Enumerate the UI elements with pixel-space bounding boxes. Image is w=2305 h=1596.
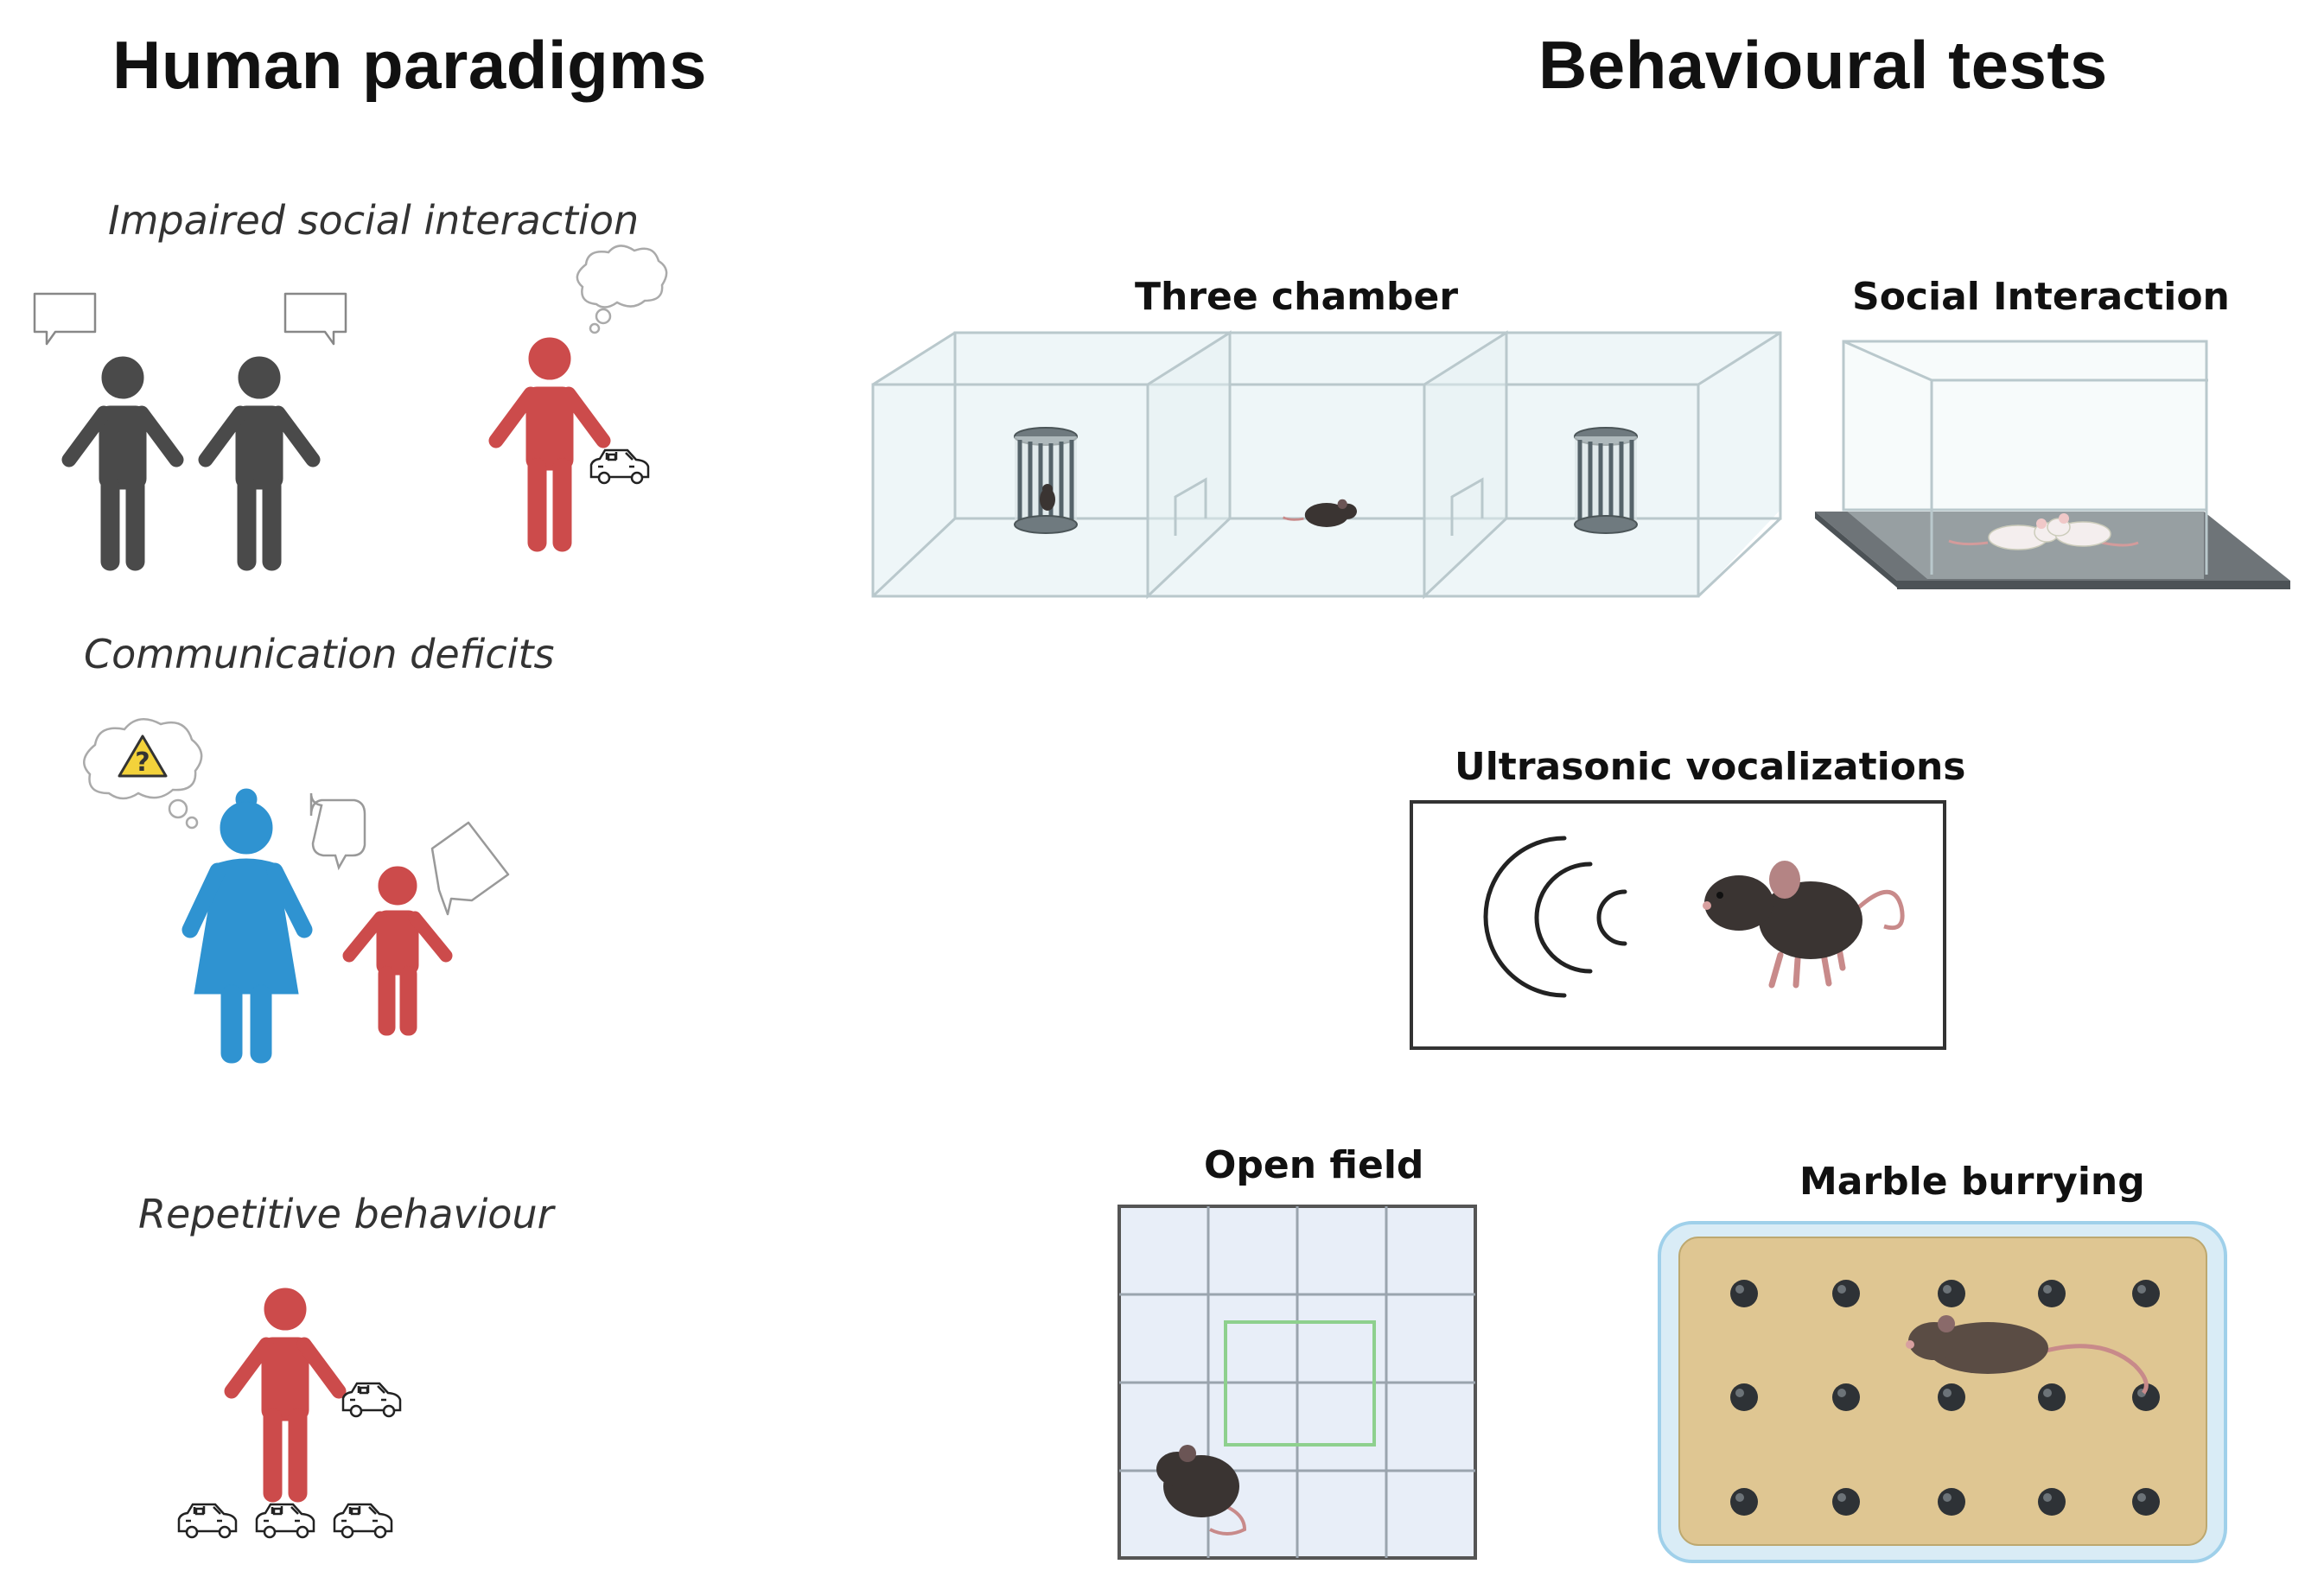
toy-car-icon xyxy=(255,1503,315,1539)
marble-icon xyxy=(1832,1383,1860,1411)
marble-icon xyxy=(2132,1488,2160,1516)
mouse-icon xyxy=(1906,1315,2149,1395)
sound-wave-icon xyxy=(1483,836,1627,998)
marble-icon xyxy=(1938,1280,1965,1307)
open-field-arena xyxy=(1117,1205,1477,1560)
marble-icon xyxy=(1730,1488,1758,1516)
marble-icon xyxy=(1832,1280,1860,1307)
paradigm-repetitive-behaviour: Repetitive behaviour xyxy=(138,1191,554,1237)
affected-child-icon xyxy=(342,866,453,1036)
typical-person-icon xyxy=(206,357,313,570)
test-label-three-chamber: Three chamber xyxy=(1135,275,1459,319)
test-label-ultrasonic-vocalizations: Ultrasonic vocalizations xyxy=(1455,745,1966,789)
three-chamber-apparatus xyxy=(871,330,1782,600)
speech-bubble-icon xyxy=(309,792,366,871)
speech-bubble-icon xyxy=(33,292,97,346)
toy-car-icon xyxy=(341,1382,402,1418)
marble-icon xyxy=(1938,1488,1965,1516)
svg-text:?: ? xyxy=(135,747,150,778)
marble-icon xyxy=(2038,1488,2066,1516)
marble-icon xyxy=(1730,1280,1758,1307)
speech-bubble-icon xyxy=(283,292,347,346)
marble-icon xyxy=(2132,1280,2160,1307)
wire-cage-icon xyxy=(1575,428,1637,533)
warning-icon: ? xyxy=(118,734,168,778)
ultrasonic-vocalizations-panel xyxy=(1410,800,1946,1050)
social-interaction-arena xyxy=(1815,340,2290,589)
marble-icon xyxy=(1832,1488,1860,1516)
mouse-icon xyxy=(1703,861,1905,989)
typical-person-icon xyxy=(69,357,176,570)
test-label-social-interaction: Social Interaction xyxy=(1852,275,2230,319)
toy-car-icon xyxy=(177,1503,238,1539)
wire-cage-icon xyxy=(1015,428,1077,533)
toy-car-icon xyxy=(333,1503,393,1539)
affected-child-icon xyxy=(232,1288,339,1502)
affected-child-icon xyxy=(496,338,603,551)
marble-icon xyxy=(1938,1383,1965,1411)
mouse-icon xyxy=(1948,518,2060,550)
mouse-icon xyxy=(1040,484,1055,511)
mouse-icon xyxy=(1156,1445,1247,1536)
human-paradigms-heading: Human paradigms xyxy=(112,27,707,103)
test-label-open-field: Open field xyxy=(1204,1143,1424,1187)
test-label-marble-burrying: Marble burrying xyxy=(1799,1160,2145,1204)
parent-person-icon xyxy=(181,788,313,1064)
mouse-icon xyxy=(2047,513,2139,547)
marble-icon xyxy=(1730,1383,1758,1411)
toy-car-icon xyxy=(589,448,650,485)
paradigm-communication-deficits: Communication deficits xyxy=(84,631,555,677)
marble-icon xyxy=(2038,1280,2066,1307)
paradigm-impaired-social-interaction: Impaired social interaction xyxy=(108,197,640,244)
marble-burying-arena xyxy=(1658,1221,2227,1563)
speech-bubble-icon xyxy=(430,821,510,916)
marble-icon xyxy=(2038,1383,2066,1411)
behavioural-tests-heading: Behavioural tests xyxy=(1538,27,2108,103)
thought-bubble-icon xyxy=(576,245,668,334)
center-zone xyxy=(1224,1320,1376,1447)
